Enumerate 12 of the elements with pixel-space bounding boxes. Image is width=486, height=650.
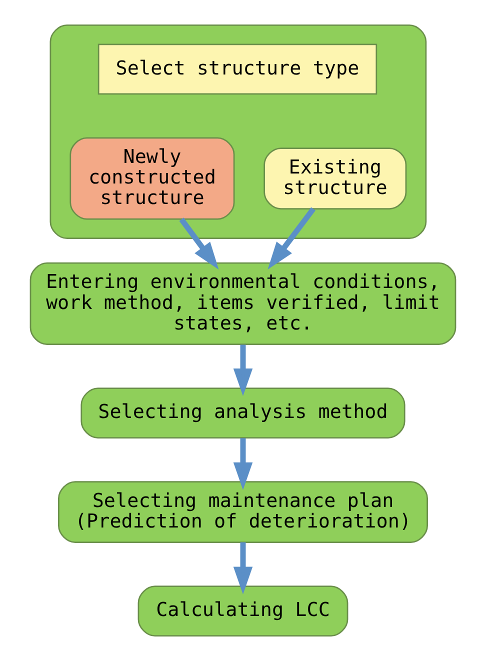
node-box: Select structure type — [98, 44, 378, 95]
node-box: Calculating LCC — [138, 586, 348, 637]
cluster — [50, 24, 427, 240]
node-box: Newly constructed structure — [70, 137, 235, 220]
node-box: Selecting analysis method — [80, 388, 406, 438]
arrow — [233, 542, 253, 594]
node-box: Existing structure — [264, 148, 407, 210]
node-box: Entering environmental conditions, work method, items verified, limit states, etc. — [30, 262, 456, 345]
arrow — [233, 438, 253, 490]
node-box: Selecting maintenance plan (Prediction of deterioration) — [58, 481, 428, 543]
arrow — [268, 207, 316, 270]
arrow — [233, 344, 253, 396]
